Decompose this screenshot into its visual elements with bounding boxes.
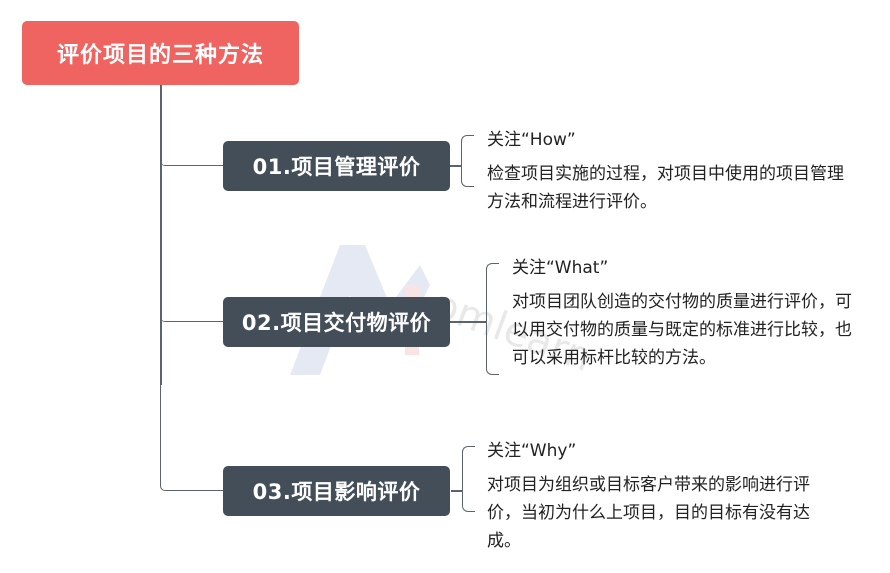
branch-3-description: 对项目为组织或目标客户带来的影响进行评价，当初为什么上项目，目的目标有没有达成。 — [487, 475, 810, 551]
connector-branch-2-leaf — [450, 321, 486, 323]
branch-node-3[interactable]: 03.项目影响评价 — [223, 466, 450, 516]
branch-2-focus: 关注“What” — [512, 258, 609, 278]
branch-2-description: 对项目团队创造的交付物的质量进行评价，可以用交付物的质量与既定的标准进行比较，也… — [512, 292, 852, 368]
bracket-1 — [461, 135, 474, 187]
branch-node-1-label: 01.项目管理评价 — [252, 155, 421, 179]
connector-branch-2 — [160, 85, 223, 322]
branch-node-2-label: 02.项目交付物评价 — [241, 311, 432, 335]
connector-branch-3-leaf — [451, 490, 462, 492]
branch-1-description: 检查项目实施的过程，对项目中使用的项目管理方法和流程进行评价。 — [487, 164, 844, 212]
bracket-2 — [486, 263, 499, 375]
branch-node-1[interactable]: 01.项目管理评价 — [223, 141, 450, 191]
branch-node-3-label: 03.项目影响评价 — [252, 480, 421, 504]
connector-branch-3 — [160, 85, 224, 491]
branch-1-focus: 关注“How” — [487, 130, 576, 150]
connector-branch-1 — [160, 85, 223, 166]
bracket-3 — [462, 446, 475, 512]
branch-node-2[interactable]: 02.项目交付物评价 — [223, 297, 450, 347]
root-node[interactable]: 评价项目的三种方法 — [22, 21, 299, 85]
root-node-label: 评价项目的三种方法 — [56, 43, 264, 68]
branch-3-focus: 关注“Why” — [487, 441, 577, 461]
connector-branch-1-leaf — [450, 165, 461, 167]
